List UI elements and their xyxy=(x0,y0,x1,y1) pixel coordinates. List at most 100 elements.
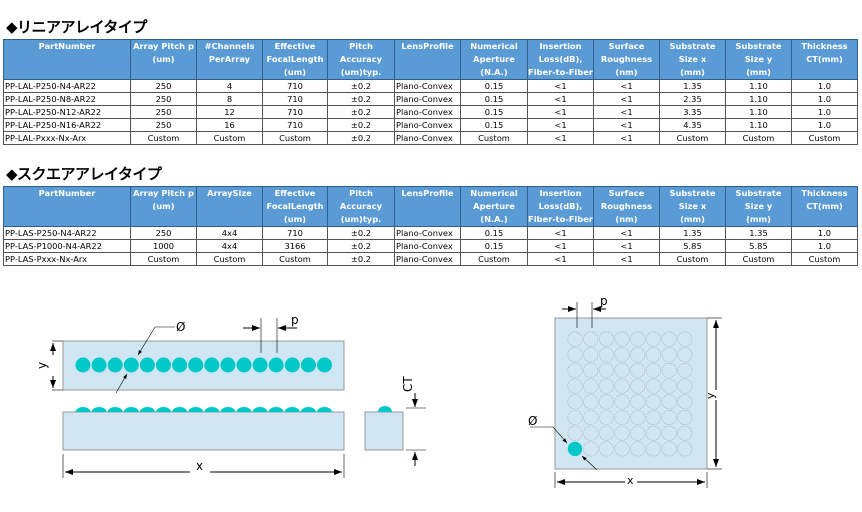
lens-top xyxy=(107,357,123,373)
lens-top xyxy=(317,357,332,373)
end-lens xyxy=(378,406,392,412)
lens-grid-cell xyxy=(567,394,583,410)
lens-grid-cell xyxy=(567,409,583,425)
lens-grid-cell xyxy=(583,441,599,457)
lens-side xyxy=(75,407,91,412)
lens-grid-cell xyxy=(630,409,646,425)
lens-grid-cell xyxy=(583,362,599,378)
lens-grid-cell xyxy=(598,378,614,394)
lens-top xyxy=(236,357,252,373)
linear-array-diagram: Ø p x y CT xyxy=(35,313,426,478)
lens-grid-cell xyxy=(598,331,614,347)
lens-side xyxy=(91,407,107,412)
lens-grid-cell xyxy=(661,347,677,363)
lens-grid-cell xyxy=(645,425,661,441)
square-y-label: y xyxy=(704,392,717,399)
lens-top xyxy=(139,357,155,373)
table-cell: Custom xyxy=(791,131,858,145)
lens-grid-cell xyxy=(567,441,583,457)
table-cell: Custom xyxy=(196,131,263,145)
column-header: Array Pitch p(um) xyxy=(130,39,197,80)
lens-grid-cell xyxy=(614,441,630,457)
lens-grid-cell xyxy=(583,347,599,363)
linear-y-label: y xyxy=(35,362,49,369)
table-cell: Plano-Convex xyxy=(394,131,461,145)
lens-top xyxy=(252,357,268,373)
lens-grid-cell xyxy=(645,331,661,347)
column-header: LensProfile xyxy=(394,39,461,80)
table-cell: Plano-Convex xyxy=(394,252,461,266)
linear-array-title: ◆リニアアレイタイプ xyxy=(6,18,147,36)
lens-grid-cell xyxy=(614,331,630,347)
lens-grid-cell xyxy=(598,394,614,410)
lens-grid-cell xyxy=(630,331,646,347)
lens-side xyxy=(220,407,236,412)
lens-top xyxy=(220,357,236,373)
square-pitch-label: p xyxy=(600,294,608,308)
lens-grid-cell xyxy=(567,347,583,363)
lens-side xyxy=(284,407,300,412)
square-x-label: x xyxy=(627,474,634,487)
lens-top xyxy=(156,357,171,373)
table-cell: Custom xyxy=(130,252,197,266)
lens-grid-cell xyxy=(614,378,630,394)
lens-grid-cell xyxy=(598,362,614,378)
lens-top xyxy=(188,357,204,373)
lens-side xyxy=(317,407,332,412)
lens-grid-cell xyxy=(630,441,646,457)
lens-grid-cell xyxy=(677,425,693,441)
lens-grid-cell xyxy=(677,362,693,378)
lens-side xyxy=(139,407,155,412)
lens-grid-cell xyxy=(661,394,677,410)
table-cell: ±0.2 xyxy=(327,252,395,266)
lens-grid-cell xyxy=(630,378,646,394)
linear-ct-label: CT xyxy=(401,376,415,392)
lens-grid-cell xyxy=(661,409,677,425)
lens-side xyxy=(156,407,171,412)
lens-grid-cell xyxy=(598,347,614,363)
lens-grid-cell xyxy=(567,331,583,347)
lens-grid-cell xyxy=(630,347,646,363)
lens-grid-cell xyxy=(661,425,677,441)
linear-side-substrate xyxy=(62,411,345,451)
square-substrate xyxy=(554,317,708,470)
lens-grid-cell xyxy=(567,425,583,441)
lens-side xyxy=(204,407,220,412)
lens-grid-cell xyxy=(661,378,677,394)
lens-grid-cell xyxy=(598,441,614,457)
linear-end-substrate xyxy=(364,411,404,451)
lens-side xyxy=(107,407,123,412)
lens-side xyxy=(300,407,316,412)
lens-grid-cell xyxy=(677,441,693,457)
lens-top xyxy=(91,357,107,373)
lens-grid-cell xyxy=(583,378,599,394)
lens-grid-cell xyxy=(677,378,693,394)
lens-grid-cell xyxy=(583,394,599,410)
column-header: ArraySize xyxy=(196,186,263,227)
lens-grid-cell xyxy=(645,347,661,363)
lens-grid-cell xyxy=(645,394,661,410)
table-cell: Custom xyxy=(130,131,197,145)
lens-top xyxy=(204,357,220,373)
linear-pitch-label: p xyxy=(291,313,299,327)
lens-grid-cell xyxy=(677,331,693,347)
column-header: LensProfile xyxy=(394,186,461,227)
lens-grid-cell xyxy=(645,378,661,394)
